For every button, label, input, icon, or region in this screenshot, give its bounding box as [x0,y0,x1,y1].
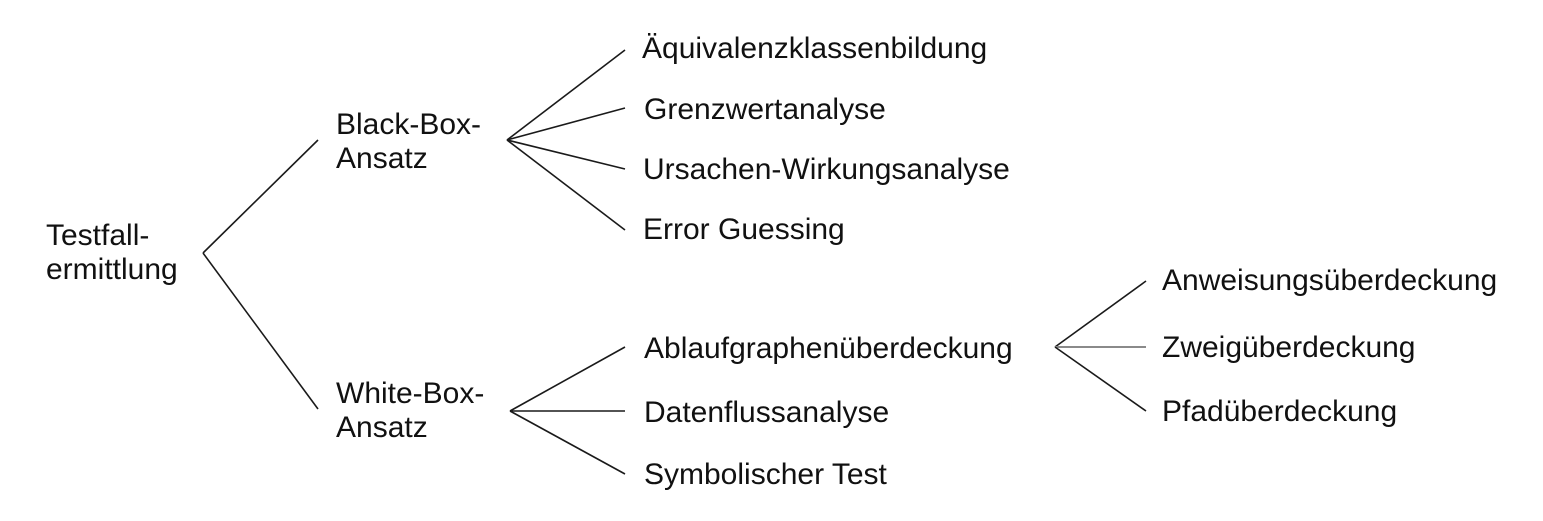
edge-blackbox-ursachen [506,139,626,170]
edge-blackbox-grenzwert [506,107,626,141]
edge-root-whitebox [202,252,319,410]
root-label-line2: ermittlung [46,253,178,286]
technique-datenflussanalyse: Datenflussanalyse [644,396,890,429]
black-box-node: Black-Box- Ansatz [336,108,481,176]
edge-whitebox-ablauf [509,346,626,412]
coverage-anweisungsueberdeckung: Anweisungsüberdeckung [1162,264,1498,297]
black-box-label-line2: Ansatz [336,142,428,175]
edge-ablauf-pfad [1054,346,1147,412]
white-box-label-line1: White-Box- [336,377,485,410]
edge-root-blackbox [202,139,319,254]
coverage-pfadueberdeckung: Pfadüberdeckung [1162,395,1398,428]
technique-symbolischer-test: Symbolischer Test [644,458,887,491]
edge-blackbox-aequivalenz [506,49,626,141]
technique-ablaufgraphenueberdeckung: Ablaufgraphenüberdeckung [644,332,1013,365]
root-node: Testfall- ermittlung [46,219,178,287]
technique-aequivalenzklassenbildung: Äquivalenzklassenbildung [642,32,988,65]
black-box-label-line1: Black-Box- [336,108,482,141]
root-label-line1: Testfall- [46,219,150,252]
coverage-zweigueberdeckung: Zweigüberdeckung [1162,331,1416,364]
edge-blackbox-error [506,139,626,231]
white-box-node: White-Box- Ansatz [336,377,484,445]
technique-grenzwertanalyse: Grenzwertanalyse [644,93,886,126]
technique-ursachen-wirkungsanalyse: Ursachen-Wirkungsanalyse [643,153,1010,186]
edge-ablauf-anweisung [1054,280,1147,348]
edge-whitebox-symbolisch [509,410,626,475]
white-box-label-line2: Ansatz [336,411,428,444]
technique-error-guessing: Error Guessing [643,213,845,246]
